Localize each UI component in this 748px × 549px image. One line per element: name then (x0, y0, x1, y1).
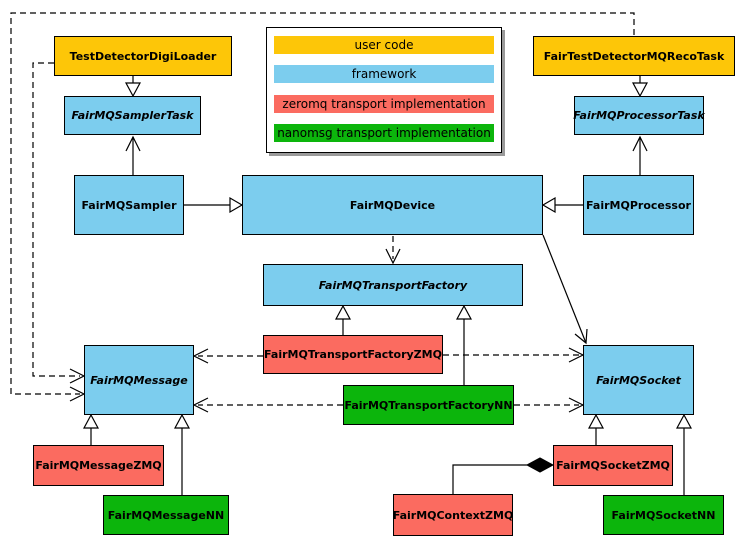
edge-processor-processortask (632, 135, 648, 175)
edge-factoryzmq-factory (334, 304, 352, 335)
node-fairmqsocket: FairMQSocket (583, 345, 694, 415)
edge-socketzmq-contextzmq (452, 457, 555, 494)
edge-sampler-device (184, 196, 244, 214)
edge-processor-device (541, 196, 583, 214)
edge-socketnn-socket (675, 413, 693, 495)
legend-item-nanomsg: nanomsg transport implementation (274, 124, 494, 142)
node-testdetectordigiloader: TestDetectorDigiLoader (54, 36, 232, 76)
node-fairmqmessagezmq: FairMQMessageZMQ (33, 445, 164, 486)
legend: user code framework zeromq transport imp… (266, 27, 502, 153)
edge-factorynn-socket (514, 397, 585, 413)
legend-item-zeromq: zeromq transport implementation (274, 95, 494, 113)
node-fairmqmessage: FairMQMessage (84, 345, 194, 415)
edge-messagenn-message (173, 413, 191, 495)
edge-device-socket (542, 234, 588, 345)
edge-socketzmq-socket (587, 413, 605, 445)
node-fairmqmessagenn: FairMQMessageNN (103, 495, 229, 535)
legend-item-user-code: user code (274, 36, 494, 54)
node-fairmqprocessortask: FairMQProcessorTask (573, 96, 705, 135)
edge-digiloader-samplertask (124, 76, 142, 98)
node-fairmqsocketzmq: FairMQSocketZMQ (553, 445, 673, 486)
edge-factorynn-message (192, 397, 343, 413)
node-fairtestdetectormqrecotask: FairTestDetectorMQRecoTask (533, 36, 735, 76)
node-fairmqtransportfactorynn: FairMQTransportFactoryNN (343, 385, 514, 425)
node-fairmqtransportfactory: FairMQTransportFactory (263, 264, 523, 306)
node-fairmqcontextzmq: FairMQContextZMQ (393, 494, 513, 536)
edge-factorynn-factory (455, 304, 473, 385)
edge-factoryzmq-message (192, 348, 263, 364)
edge-device-factory (385, 236, 401, 265)
node-fairmqprocessor: FairMQProcessor (583, 175, 694, 235)
node-fairmqtransportfactoryzmq: FairMQTransportFactoryZMQ (263, 335, 443, 374)
node-fairmqdevice: FairMQDevice (242, 175, 543, 235)
edge-messagezmq-message (82, 413, 100, 445)
edge-sampler-samplertask (125, 135, 141, 175)
node-fairmqsampler: FairMQSampler (74, 175, 184, 235)
node-fairmqsocketnn: FairMQSocketNN (603, 495, 724, 535)
node-fairmqsamplertask: FairMQSamplerTask (64, 96, 201, 135)
edge-recotask-processortask (631, 76, 649, 98)
legend-item-framework: framework (274, 65, 494, 83)
